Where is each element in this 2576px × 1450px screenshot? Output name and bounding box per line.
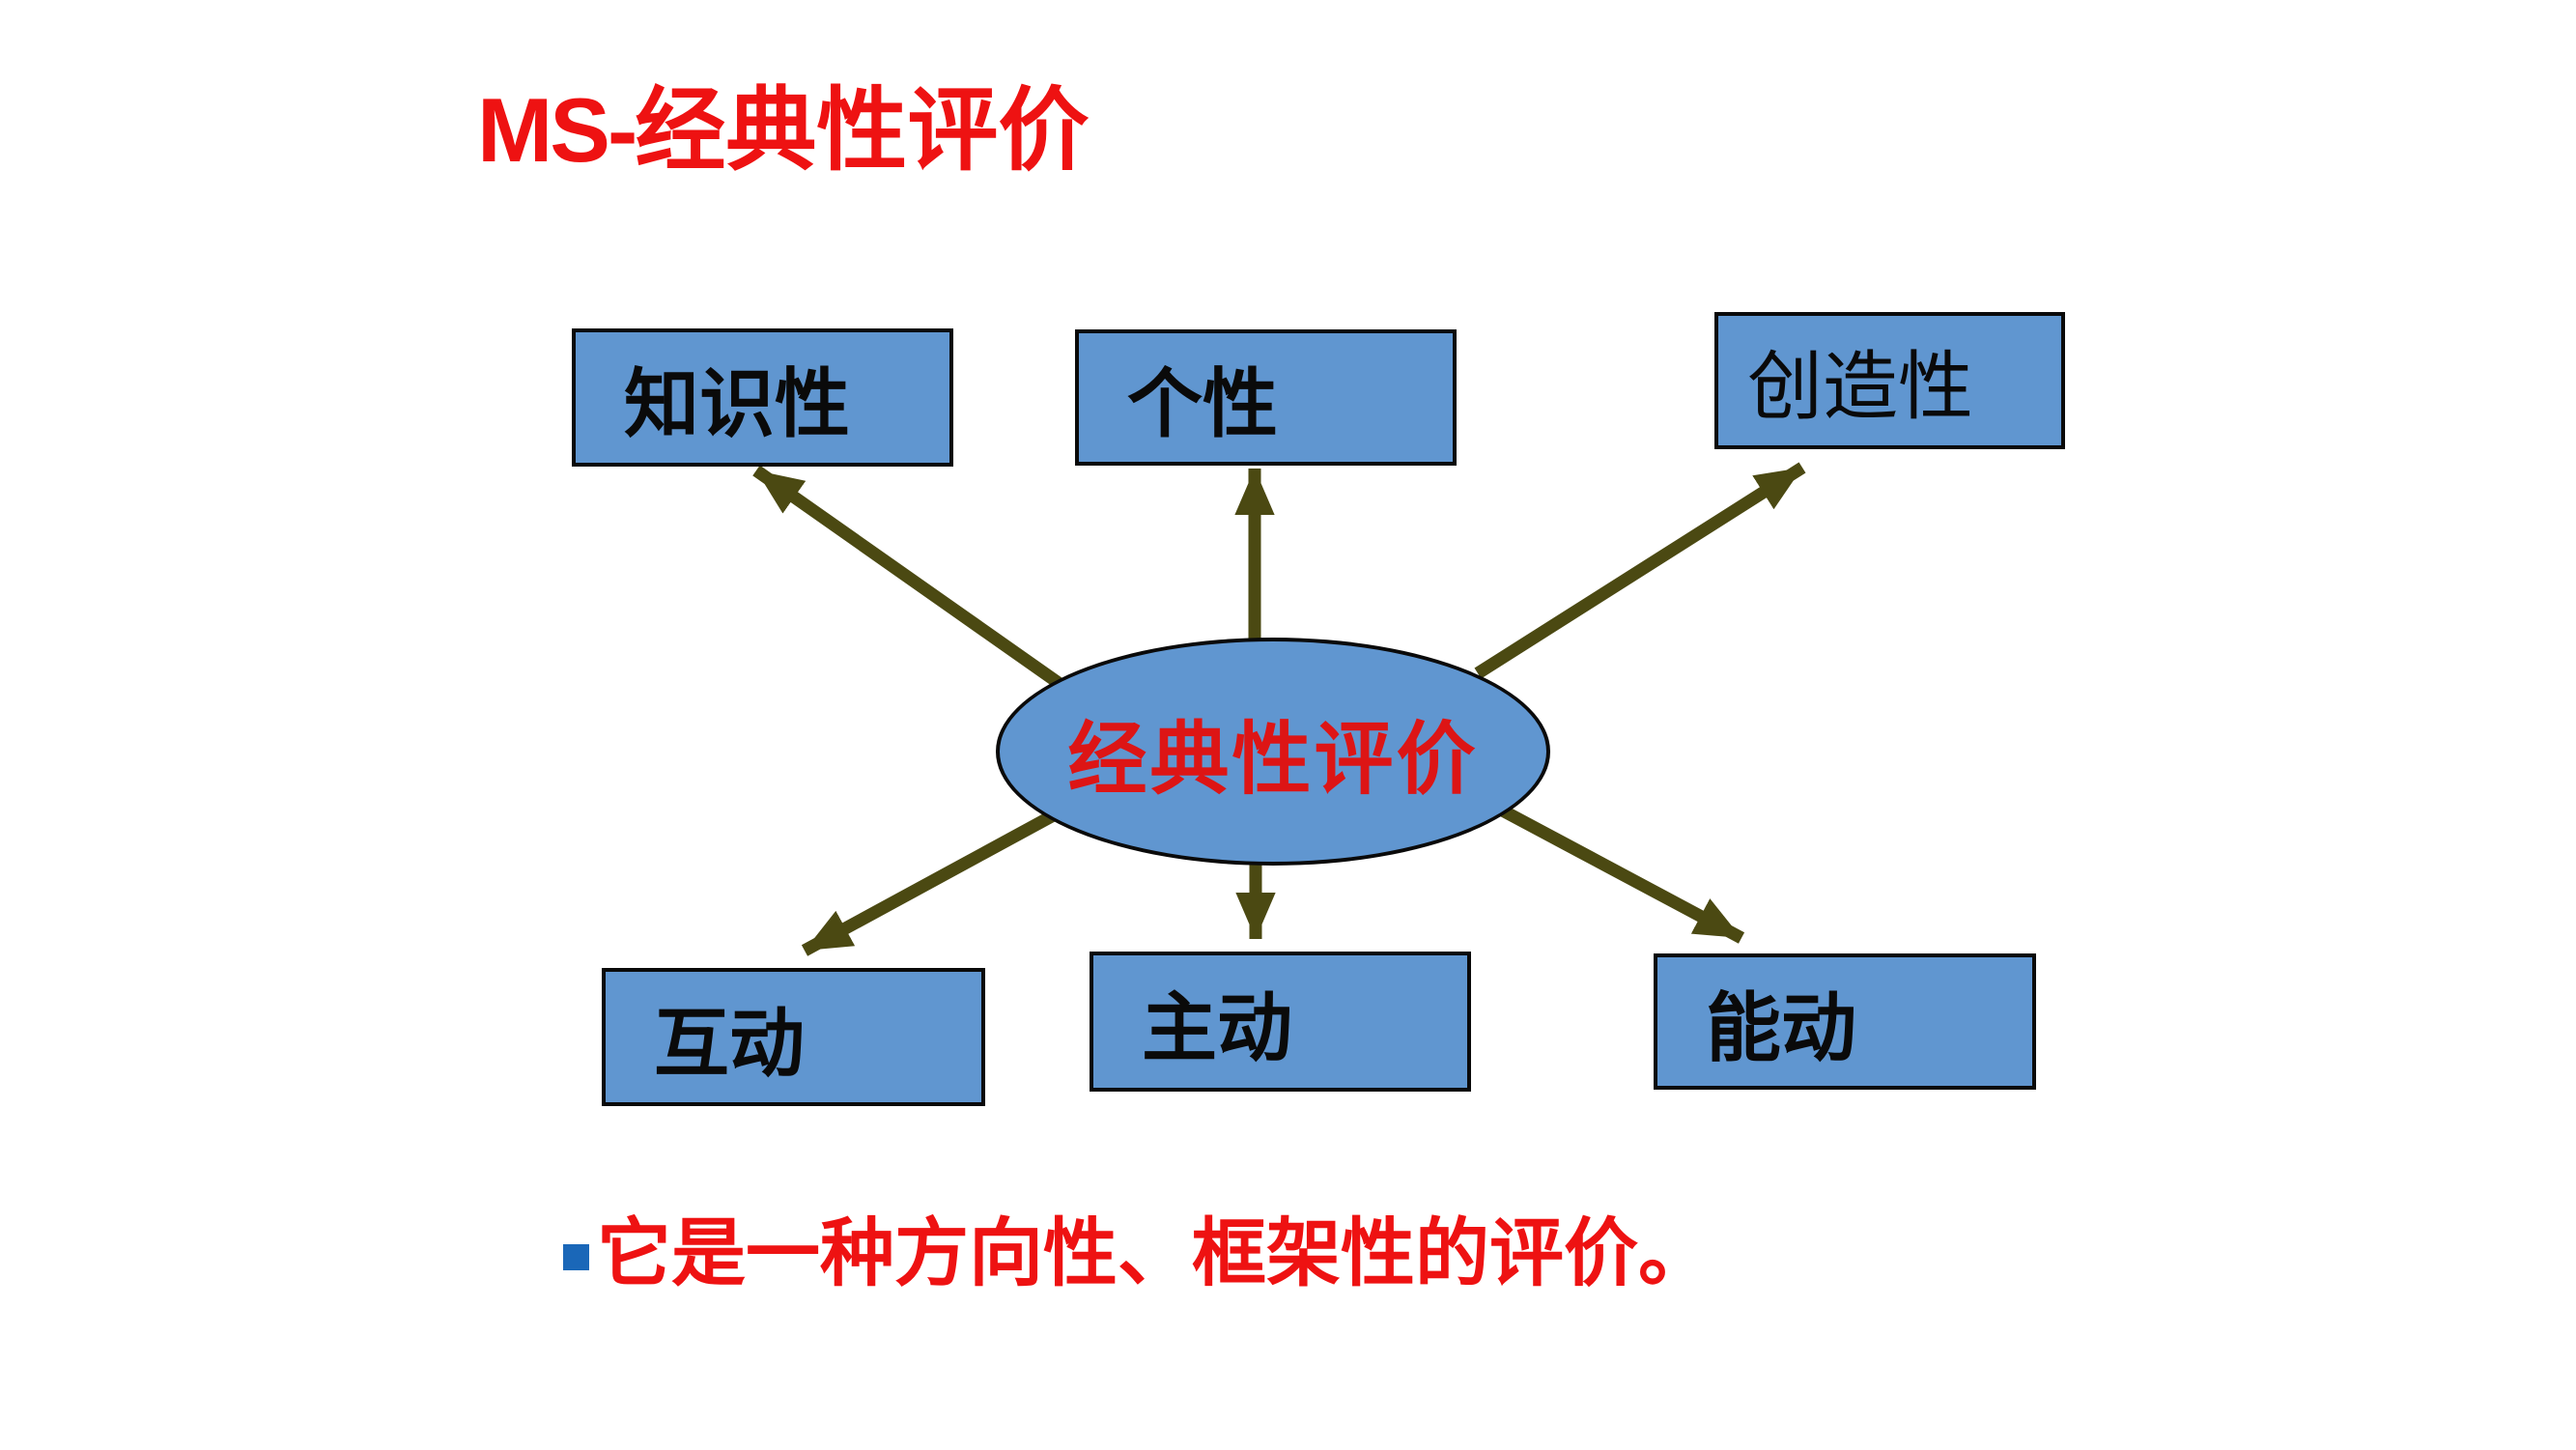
arrow-to-creativity — [1474, 462, 1806, 679]
bullet-square-icon — [563, 1243, 589, 1270]
node-agency: 能动 — [1654, 953, 2036, 1090]
arrow-to-knowledge — [752, 465, 1115, 725]
node-individuality: 个性 — [1075, 329, 1457, 466]
node-initiative: 主动 — [1090, 952, 1471, 1092]
title-prefix: MS- — [477, 79, 637, 181]
node-knowledge: 知识性 — [572, 328, 953, 467]
bullet-line: 它是一种方向性、框架性的评价。 — [563, 1213, 1713, 1295]
node-interaction-label: 互动 — [654, 1001, 806, 1086]
node-center-label: 经典性评价 — [1067, 715, 1479, 804]
node-creativity-label: 创造性 — [1747, 345, 1974, 429]
node-knowledge-label: 知识性 — [624, 361, 851, 446]
title-text: 经典性评价 — [635, 81, 1090, 182]
page-title: MS-经典性评价 — [477, 81, 1090, 182]
node-creativity: 创造性 — [1714, 312, 2065, 449]
node-center-ellipse: 经典性评价 — [996, 638, 1550, 866]
arrow-to-interaction — [801, 794, 1086, 956]
bullet-text: 它是一种方向性、框架性的评价。 — [597, 1212, 1713, 1295]
node-interaction: 互动 — [602, 968, 985, 1106]
node-agency-label: 能动 — [1706, 985, 1857, 1070]
arrow-to-agency — [1479, 794, 1745, 944]
node-individuality-label: 个性 — [1127, 361, 1279, 446]
node-initiative-label: 主动 — [1142, 985, 1293, 1070]
